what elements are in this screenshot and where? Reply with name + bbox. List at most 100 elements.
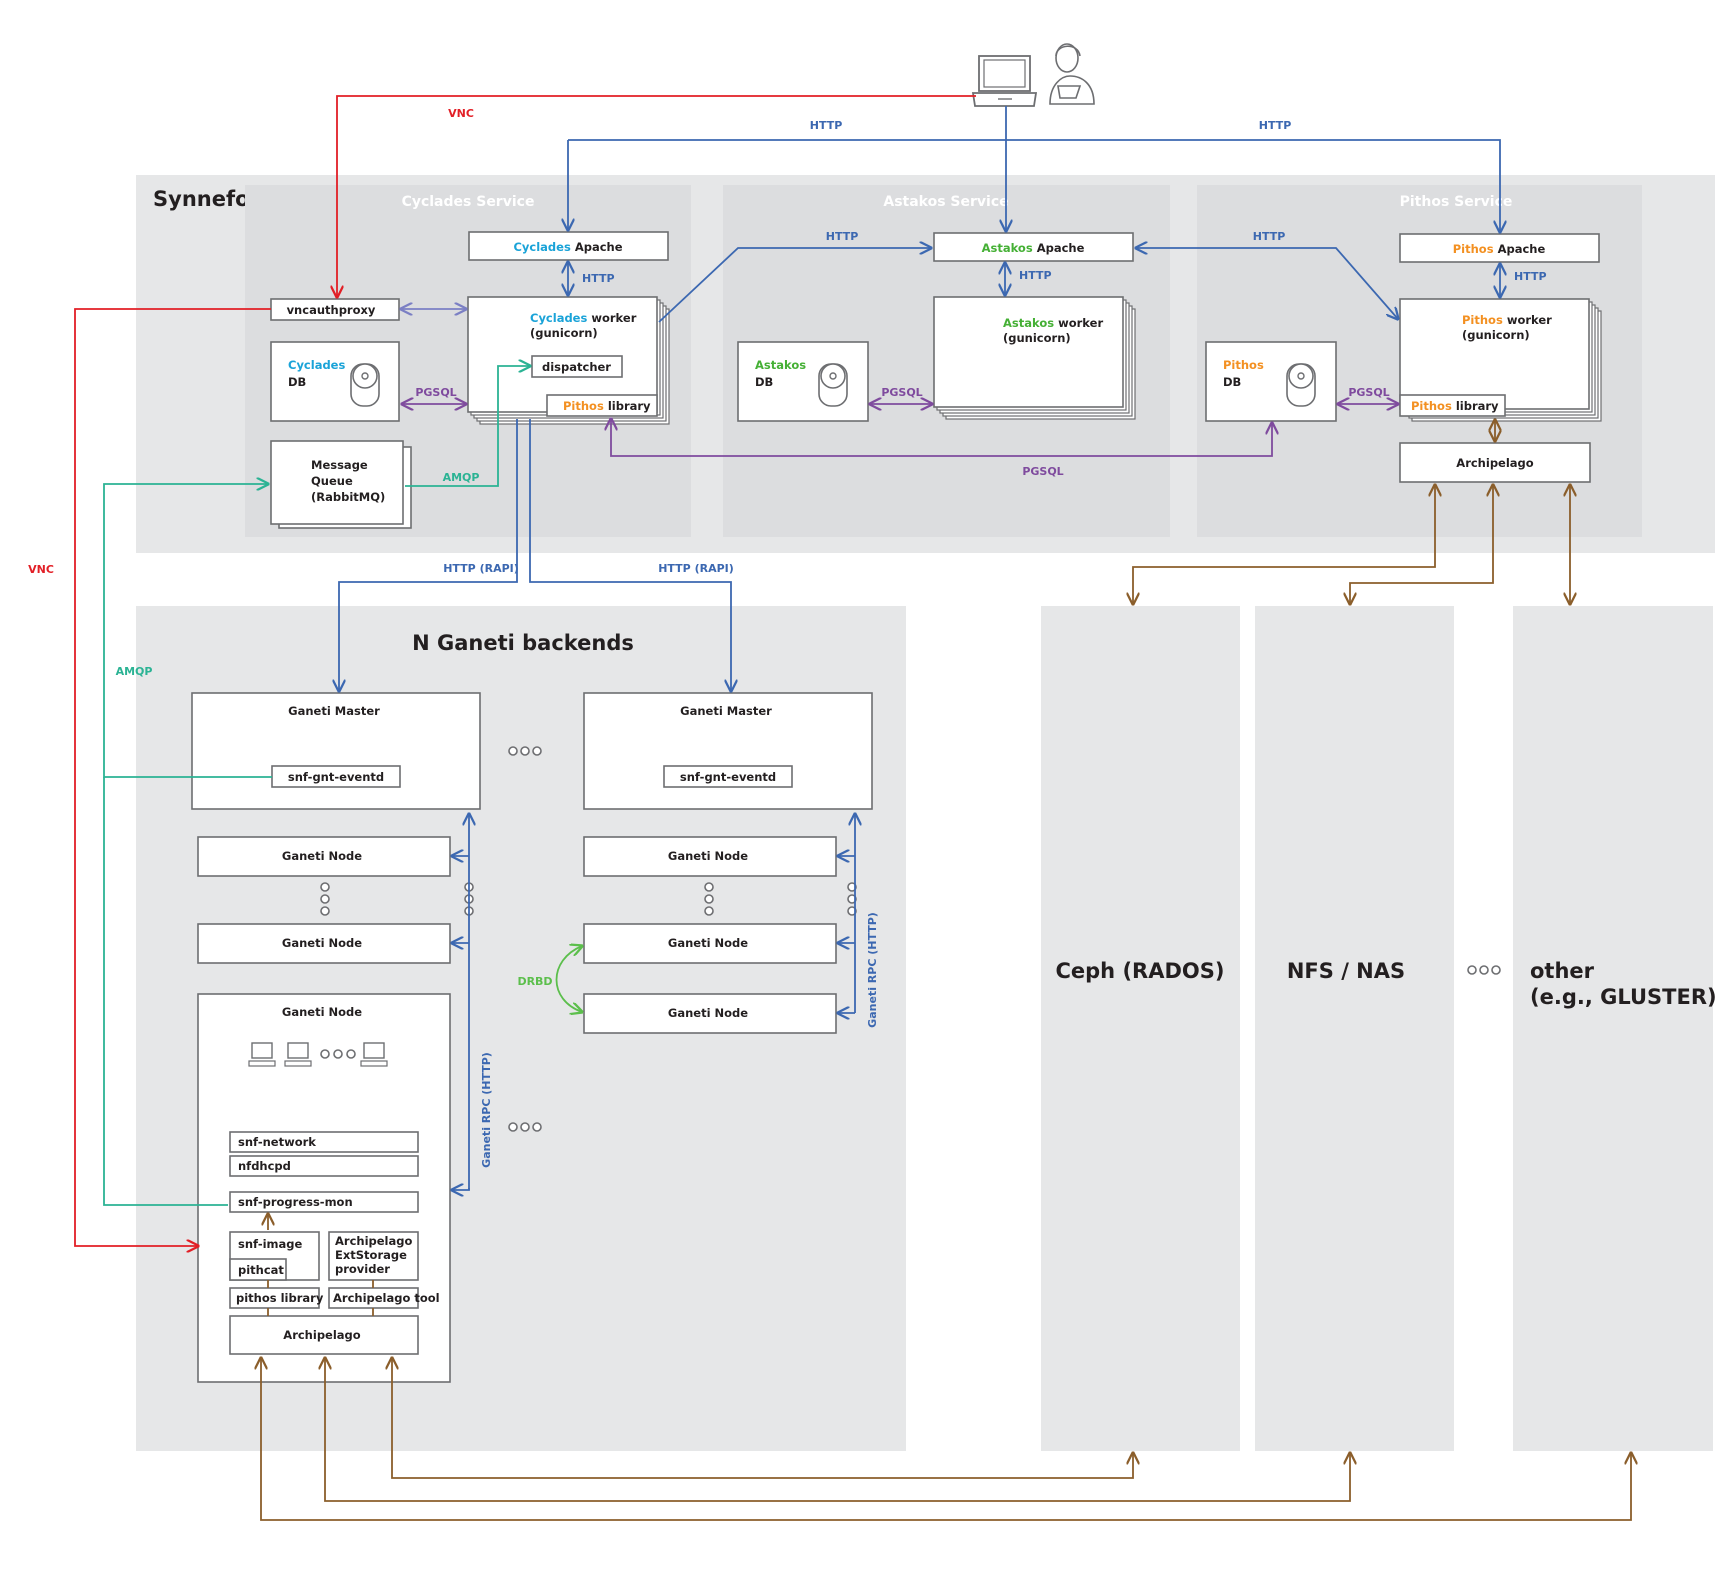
vm-ellipsis — [320, 1049, 356, 1059]
dispatcher-label: dispatcher — [542, 360, 611, 374]
message-queue-box — [270, 440, 404, 525]
extstorage-line2: ExtStorage — [335, 1248, 407, 1262]
drbd-label: DRBD — [517, 975, 552, 988]
vnc-proxy-to-node — [74, 308, 271, 1246]
user-icon — [1049, 43, 1095, 105]
cyclades-pithos-library-box — [546, 394, 658, 417]
nfs-region — [1255, 606, 1454, 1451]
eventd-2-box — [663, 765, 793, 788]
snf-network-box — [229, 1131, 419, 1153]
vm-icon-1 — [248, 1042, 276, 1067]
pithos-archipelago-box — [1399, 442, 1591, 483]
cyclades-service-title: Cyclades Service — [402, 194, 535, 210]
astakos-http-label: HTTP — [1019, 269, 1052, 282]
svg-text:Astakos worker: Astakos worker — [1003, 316, 1103, 330]
pithos-http-label: HTTP — [1514, 270, 1547, 283]
cyclades-apache-label: Apache — [575, 240, 623, 254]
svg-text:Pithos library: Pithos library — [563, 399, 651, 413]
cyclades-worker-label: worker — [591, 311, 636, 325]
cyclades-apache-prefix: Cyclades — [513, 240, 570, 254]
astakos-db-label: DB — [755, 375, 773, 389]
node-archipelago-box — [229, 1315, 419, 1355]
cyclades-apache-box — [468, 231, 669, 261]
rpc-ellipsis-2 — [847, 882, 857, 916]
node-ellipsis-2 — [704, 882, 714, 916]
ganeti-rpc-label-1: Ganeti RPC (HTTP) — [480, 1052, 493, 1168]
pgsql-label-long: PGSQL — [1022, 465, 1063, 478]
ganeti-node-2b-box — [583, 923, 837, 964]
http-label-pithos-astakos: HTTP — [1253, 230, 1286, 243]
pithos-library-box — [1399, 394, 1506, 417]
astakos-worker-label: worker — [1058, 316, 1103, 330]
message-queue-line3: (RabbitMQ) — [311, 490, 385, 504]
laptop-icon — [971, 55, 1038, 107]
node-archipelago-to-other — [261, 1358, 1631, 1521]
node-archipelago-label: Archipelago — [283, 1328, 360, 1342]
cyclades-pithos-library-prefix: Pithos — [563, 399, 604, 413]
ganeti-node-2c-label: Ganeti Node — [668, 1006, 748, 1020]
message-queue-line1: Message — [311, 458, 368, 472]
extstorage-line3: provider — [335, 1262, 390, 1276]
eventd-1-label: snf-gnt-eventd — [288, 770, 384, 784]
vnc-label-side: VNC — [28, 563, 54, 576]
ganeti-node-1b-label: Ganeti Node — [282, 936, 362, 950]
amqp-label-side: AMQP — [116, 665, 153, 678]
http-label-user-left: HTTP — [810, 119, 843, 132]
astakos-service-title: Astakos Service — [883, 194, 1008, 210]
cyclades-http-label: HTTP — [582, 272, 615, 285]
cyclades-db-label: DB — [288, 375, 306, 389]
archipelago-tool-label: Archipelago tool — [333, 1291, 440, 1305]
rapi-to-master-2 — [529, 419, 731, 691]
pithos-library-node-box — [229, 1287, 320, 1309]
pithcat-label: pithcat — [238, 1263, 284, 1277]
astakos-db-name: Astakos — [755, 358, 806, 372]
cyclades-worker-prefix: Cyclades — [530, 311, 587, 325]
drbd-link — [555, 946, 583, 1012]
eventd-2-label: snf-gnt-eventd — [680, 770, 776, 784]
pithos-apache-box — [1399, 233, 1600, 263]
pithos-apache-label: Apache — [1498, 242, 1546, 256]
amqp-label-mq: AMQP — [443, 471, 480, 484]
ceph-region — [1041, 606, 1240, 1451]
cyclades-to-astakos-http — [658, 248, 931, 323]
pithos-worker-label: worker — [1507, 313, 1552, 327]
svg-text:Astakos Apache: Astakos Apache — [982, 241, 1085, 255]
dispatcher-box — [531, 355, 623, 378]
rapi-label-2: HTTP (RAPI) — [658, 562, 734, 575]
snf-image-label: snf-image — [238, 1237, 303, 1251]
ceph-title: Ceph (RADOS) — [1056, 959, 1225, 983]
svg-text:Cyclades Apache: Cyclades Apache — [513, 240, 622, 254]
svg-text:Pithos worker: Pithos worker — [1462, 313, 1552, 327]
ganeti-master-2-label: Ganeti Master — [680, 704, 772, 718]
astakos-db-box — [737, 341, 869, 422]
astakos-apache-label: Apache — [1037, 241, 1085, 255]
pgsql-label-pithos: PGSQL — [1348, 386, 1389, 399]
astakos-apache-prefix: Astakos — [982, 241, 1033, 255]
astakos-worker-prefix: Astakos — [1003, 316, 1054, 330]
pithos-library-node-label: pithos library — [236, 1291, 324, 1305]
ganeti-master-2-box — [583, 692, 873, 810]
ganeti-rpc-label-2: Ganeti RPC (HTTP) — [866, 912, 879, 1028]
cyclades-pithos-library-label: library — [608, 399, 651, 413]
ganeti-node-1b-box — [197, 923, 451, 964]
ganeti-node-2b-label: Ganeti Node — [668, 936, 748, 950]
pithos-worker-gunicorn: (gunicorn) — [1462, 328, 1530, 342]
pithos-worker-prefix: Pithos — [1462, 313, 1503, 327]
vm-icon-2 — [284, 1042, 312, 1067]
pgsql-label-cyclades: PGSQL — [415, 386, 456, 399]
snf-progress-mon-label: snf-progress-mon — [238, 1195, 353, 1209]
astakos-apache-box — [933, 232, 1134, 262]
synnefo-title: Synnefo — [153, 187, 250, 211]
svg-text:Pithos library: Pithos library — [1411, 399, 1499, 413]
http-label-user-right: HTTP — [1259, 119, 1292, 132]
other-storage-region — [1513, 606, 1713, 1451]
ganeti-node-2a-label: Ganeti Node — [668, 849, 748, 863]
other-storage-title: other — [1530, 959, 1595, 983]
rapi-to-master-1 — [339, 419, 518, 691]
cyclades-worker-gunicorn: (gunicorn) — [530, 326, 598, 340]
ganeti-node-detail-label: Ganeti Node — [282, 1005, 362, 1019]
http-to-pithos-apache — [568, 139, 1500, 232]
other-storage-subtitle: (e.g., GLUSTER) — [1530, 985, 1717, 1009]
eventd-to-mq-amqp — [103, 484, 272, 778]
vnc-user-to-proxy — [337, 95, 976, 297]
